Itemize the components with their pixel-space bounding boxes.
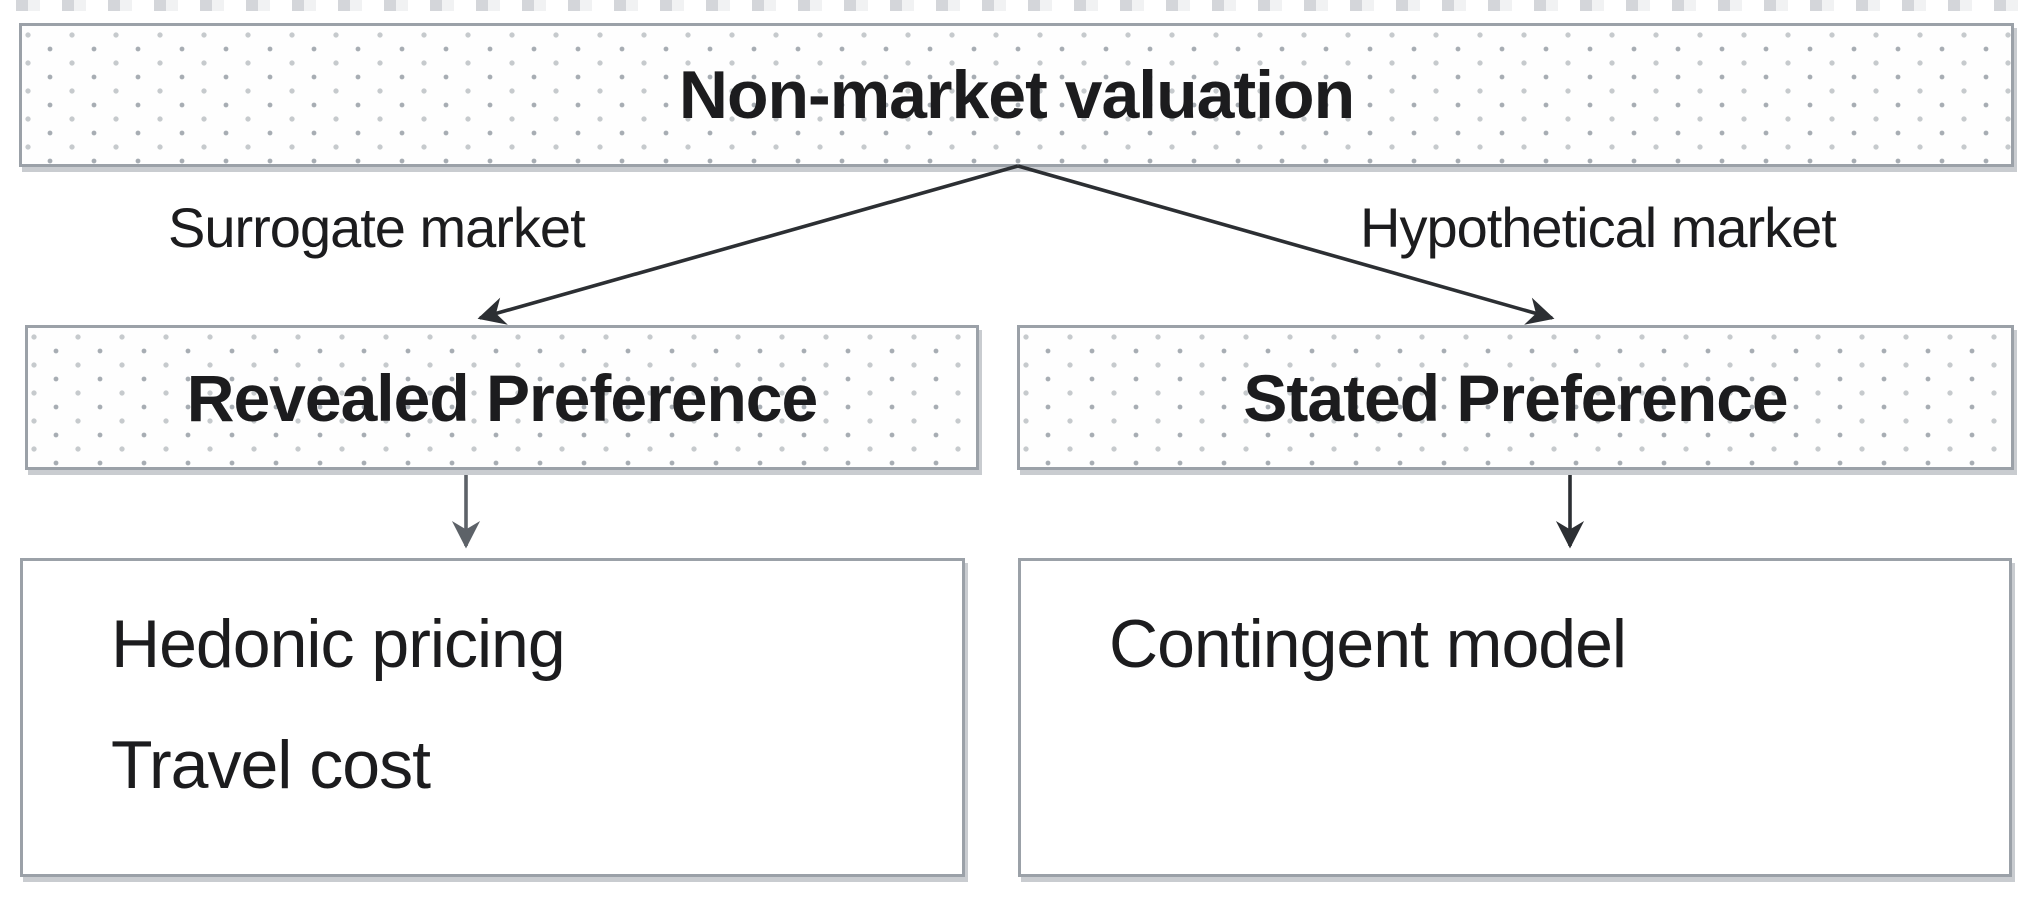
method-contingent-model: Contingent model (1109, 606, 1627, 682)
method-travel-cost: Travel cost (111, 727, 431, 804)
edge-label-hypothetical-market: Hypothetical market (1360, 196, 1837, 259)
node-stated-preference: Stated Preference (1017, 325, 2014, 470)
method-hedonic-pricing: Hedonic pricing (111, 606, 566, 682)
node-revealed-preference-label: Revealed Preference (186, 360, 818, 435)
node-non-market-valuation-label: Non-market valuation (678, 57, 1355, 133)
node-non-market-valuation: Non-market valuation (19, 23, 2014, 167)
scan-artifact-strip (16, 0, 2020, 11)
node-stated-preference-label: Stated Preference (1243, 360, 1788, 435)
node-revealed-preference: Revealed Preference (25, 325, 979, 470)
node-revealed-methods: Hedonic pricing Travel cost (20, 558, 965, 877)
edge-label-surrogate-market: Surrogate market (168, 196, 586, 259)
node-stated-methods: Contingent model (1018, 558, 2012, 877)
